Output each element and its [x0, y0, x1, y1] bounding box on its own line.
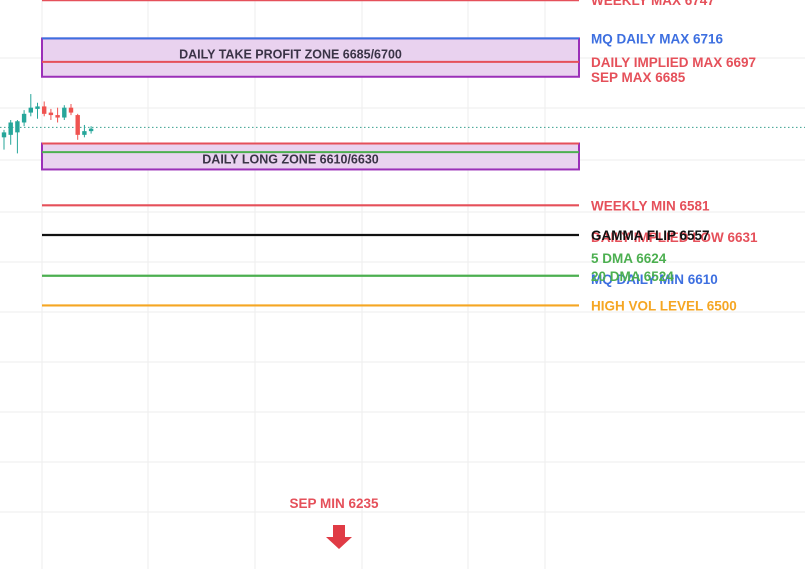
candle-2 — [15, 120, 20, 154]
candle-1 — [8, 120, 13, 145]
candle-11 — [75, 113, 80, 140]
annotations-layer: SEP MIN 6235 — [289, 496, 379, 549]
level-label-daily-implied-low: DAILY IMPLIED LOW 6631 — [591, 230, 758, 245]
level-label-weekly-min: WEEKLY MIN 6581 — [591, 198, 710, 213]
level-label-5-dma: 5 DMA 6624 — [591, 251, 667, 266]
zone-rect — [41, 37, 580, 78]
candle-body — [35, 106, 40, 109]
zone-take-profit: DAILY TAKE PROFIT ZONE 6685/6700 — [41, 37, 580, 78]
candle-5 — [35, 102, 40, 119]
candle-body — [55, 115, 60, 118]
candle-10 — [68, 103, 74, 116]
candle-body — [28, 107, 33, 113]
candles-layer — [1, 94, 94, 154]
candle-body — [68, 107, 74, 113]
candle-0 — [1, 129, 7, 150]
candle-body — [82, 131, 87, 135]
level-label-sep-max: SEP MAX 6685 — [591, 70, 686, 85]
candle-body — [88, 128, 94, 132]
candle-body — [15, 121, 20, 133]
candle-body — [42, 106, 47, 114]
level-label-mq-daily-min: MQ DAILY MIN 6610 — [591, 272, 718, 287]
candle-body — [8, 122, 13, 135]
candle-7 — [48, 108, 54, 121]
candle-body — [62, 107, 67, 118]
candle-6 — [42, 101, 47, 117]
candle-8 — [55, 107, 60, 123]
zone-long-zone: DAILY LONG ZONE 6610/6630 — [41, 142, 580, 171]
levels-layer — [0, 0, 805, 307]
zone-label: DAILY TAKE PROFIT ZONE 6685/6700 — [179, 47, 402, 61]
candle-body — [21, 113, 27, 123]
level-label-20-dma: 20 DMA 6524 — [591, 269, 674, 284]
sep-min-label: SEP MIN 6235 — [289, 496, 379, 511]
candle-13 — [88, 126, 94, 134]
candle-body — [75, 115, 80, 135]
level-label-gamma-flip: GAMMA FLIP 6557 — [591, 228, 710, 243]
level-label-mq-daily-max: MQ DAILY MAX 6716 — [591, 31, 724, 46]
candle-12 — [82, 124, 87, 138]
zone-label: DAILY LONG ZONE 6610/6630 — [202, 152, 379, 166]
level-label-weekly-max: WEEKLY MAX 6747 — [591, 0, 715, 8]
candle-9 — [62, 105, 67, 121]
candle-4 — [28, 94, 33, 117]
level-label-daily-implied-max: DAILY IMPLIED MAX 6697 — [591, 55, 756, 70]
arrow-down-icon — [326, 525, 352, 549]
candle-body — [1, 132, 7, 138]
level-label-high-vol-level: HIGH VOL LEVEL 6500 — [591, 298, 737, 313]
candle-3 — [21, 110, 27, 127]
candle-body — [48, 112, 54, 116]
